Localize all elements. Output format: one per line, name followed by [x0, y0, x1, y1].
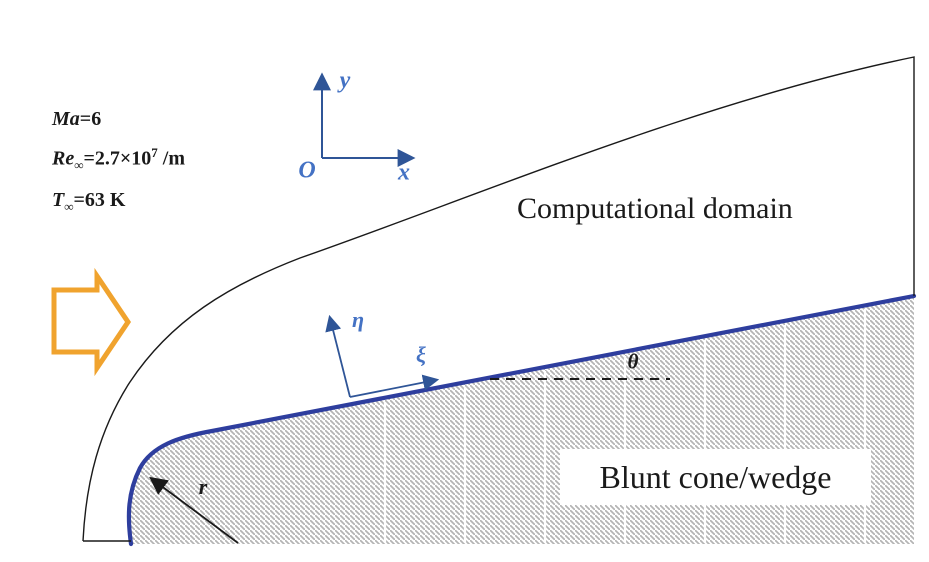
reynolds-number-line: Re∞=2.7×107 /m: [52, 145, 186, 173]
eta-axis-arrow: [325, 314, 351, 398]
mach-number-line: Ma=6: [52, 108, 102, 130]
body-surface-line: [126, 293, 917, 547]
body-hatch-region: [128, 296, 914, 544]
xy-axes: [313, 72, 416, 167]
freestream-conditions: Ma=6 Re∞=2.7×107 /m T∞=63 K: [52, 102, 185, 224]
xi-axis-arrow: [349, 374, 440, 398]
eta-axis-label: η: [351, 307, 365, 332]
theta-angle-label: θ: [627, 349, 639, 374]
outer-boundary-curve: [82, 56, 915, 542]
origin-label: O: [298, 157, 316, 184]
radius-arrow: [149, 476, 239, 544]
computational-domain-label: Computational domain: [517, 192, 793, 225]
nose-radius-label: r: [198, 474, 208, 499]
xi-axis-label: ξ: [416, 342, 426, 367]
temperature-line: T∞=63 K: [52, 188, 126, 214]
flow-direction-arrow-icon: [51, 267, 132, 377]
y-axis-label: y: [339, 67, 351, 94]
hatch-seam-lines: [383, 309, 867, 543]
x-axis-label: x: [398, 159, 410, 186]
xi-eta-axes: [325, 314, 440, 398]
blunt-cone-wedge-label: Blunt cone/wedge: [560, 449, 871, 505]
